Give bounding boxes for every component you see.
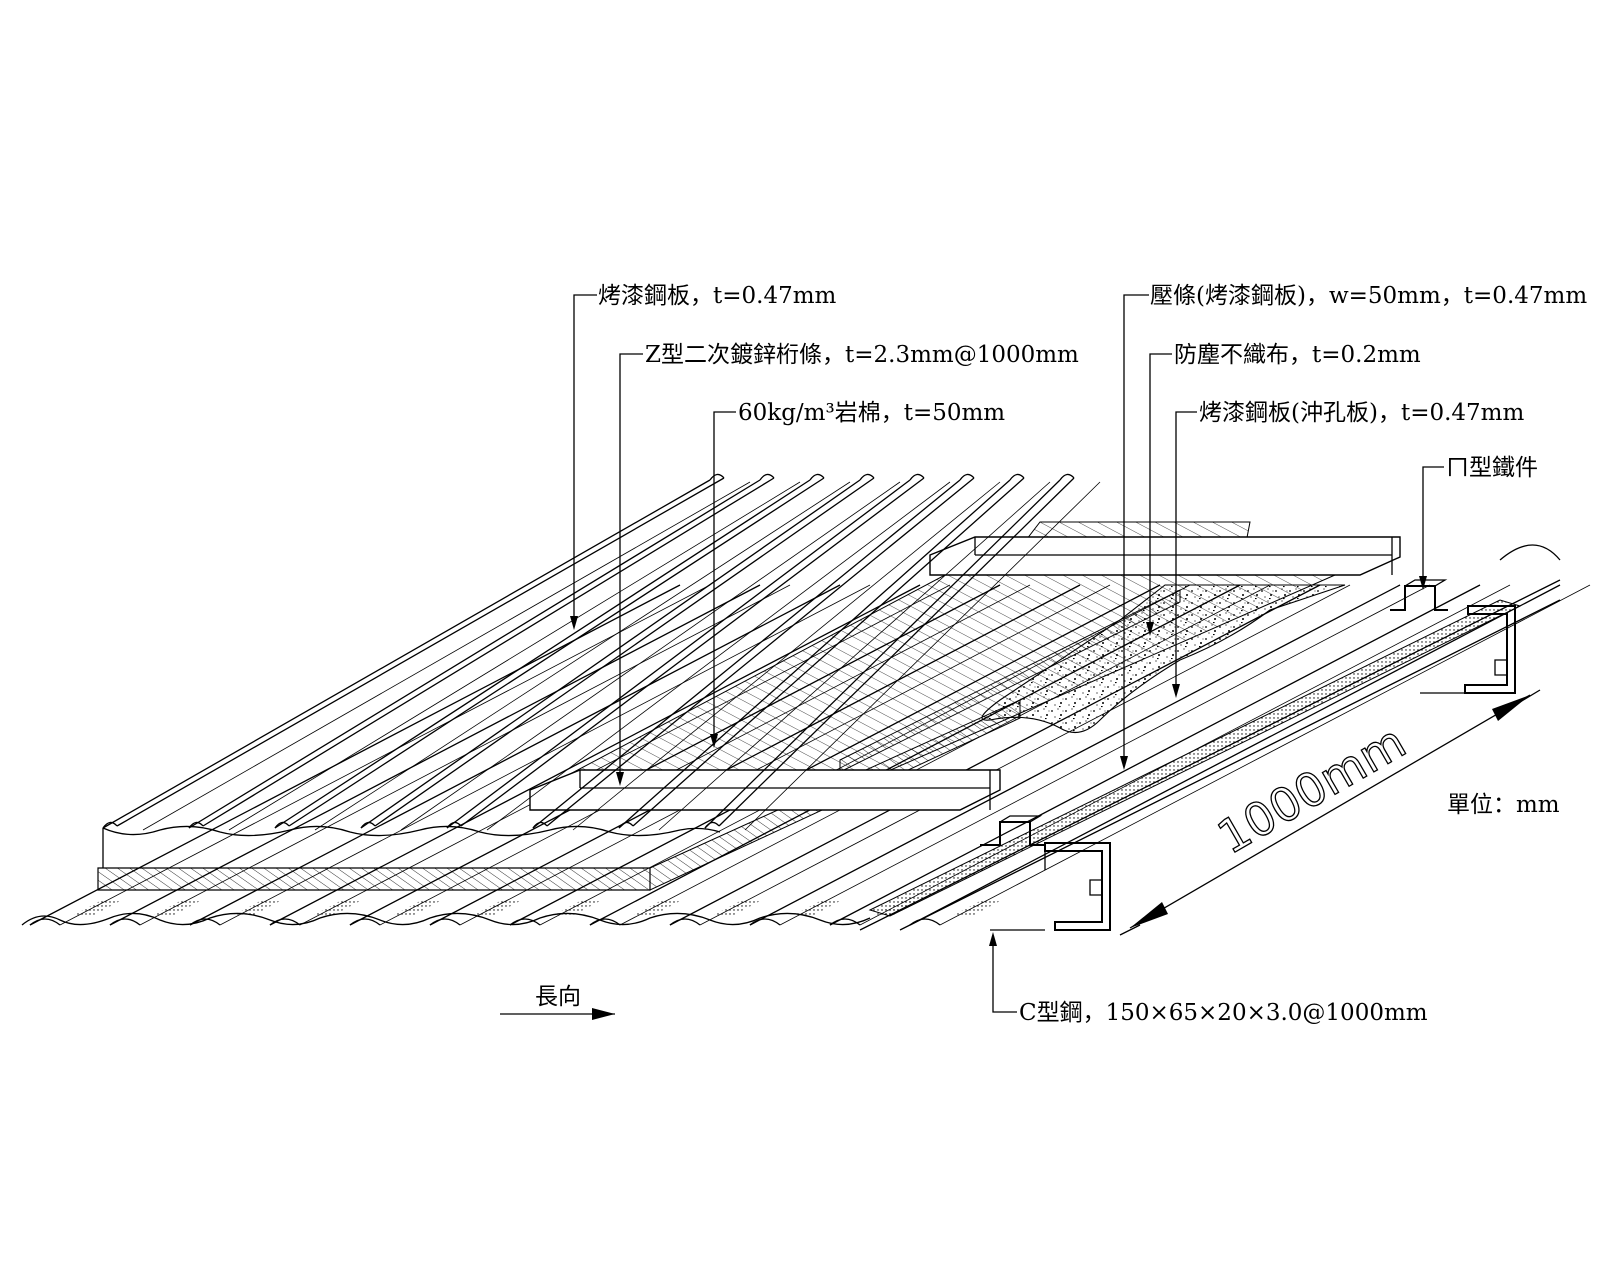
label-hat-bracket: ㄇ型鐵件 <box>1446 455 1538 481</box>
dust-proof-fabric <box>981 584 1346 734</box>
top-sheet-end-profile <box>102 825 721 837</box>
label-top-steel-sheet: 烤漆鋼板，t=0.47mm <box>598 283 837 309</box>
top-sheet-rib <box>360 473 901 831</box>
top-sheet-rib <box>446 473 951 831</box>
label-dust-fabric: 防塵不織布，t=0.2mm <box>1174 342 1421 368</box>
perforated-sheet-end-profile <box>21 912 871 926</box>
label-perforated-sheet: 烤漆鋼板(沖孔板)，t=0.47mm <box>1199 400 1524 426</box>
label-z-purlin: Z型二次鍍鋅桁條，t=2.3mm@1000mm <box>645 342 1079 368</box>
top-sheet-rib <box>618 473 1051 831</box>
top-sheet-rib <box>102 473 751 831</box>
hat-bracket-front <box>980 815 1045 846</box>
top-steel-sheet <box>102 473 1101 868</box>
label-batten: 壓條(烤漆鋼板)，w=50mm，t=0.47mm <box>1150 283 1587 309</box>
label-unit: 單位：mm <box>1447 792 1560 818</box>
label-c-channel: C型鋼，150×65×20×3.0@1000mm <box>1019 1000 1428 1026</box>
top-sheet-rib <box>532 473 1001 831</box>
direction-arrow <box>500 1008 615 1020</box>
top-sheet-rib <box>704 473 1101 831</box>
leader-lines <box>570 294 1444 1013</box>
label-rock-wool: 60kg/m³岩棉，t=50mm <box>738 400 1005 426</box>
hat-bracket-back <box>1390 579 1448 611</box>
top-sheet-rib <box>188 473 801 831</box>
batten-strip <box>859 544 1561 931</box>
top-sheet-rib <box>274 473 851 831</box>
perforated-sheet-rib <box>749 584 1431 926</box>
z-purlin-back <box>929 536 1401 576</box>
label-direction: 長向 <box>535 984 581 1010</box>
z-purlin-front <box>529 769 1001 811</box>
perforated-sheet-rib <box>909 584 1591 926</box>
c-channel-back <box>1420 605 1516 694</box>
